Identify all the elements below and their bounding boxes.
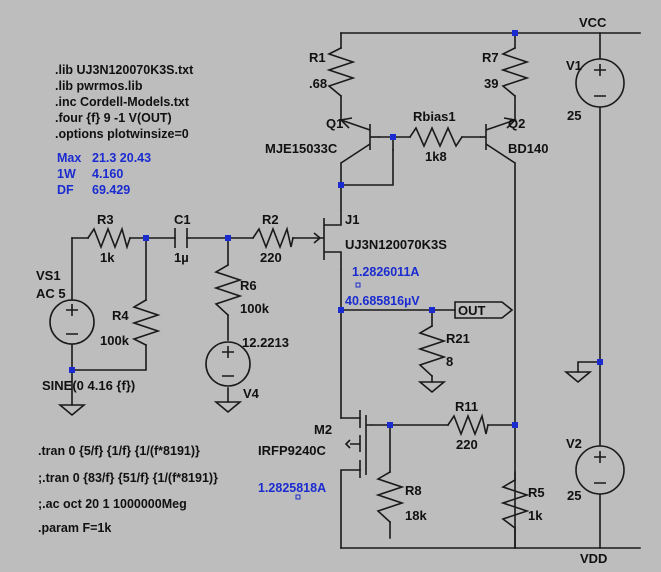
resistor-r5 xyxy=(500,478,530,530)
measure-1w-value: 4.160 xyxy=(92,167,123,181)
command-line: .tran 0 {5/f} {1/f} {1/(f*8191)} xyxy=(38,444,200,458)
label-r5-value: 1k xyxy=(528,508,543,523)
label-r4-value: 100k xyxy=(100,333,130,348)
ground-vs1 xyxy=(57,404,87,417)
measure-df-value: 69.429 xyxy=(92,183,130,197)
label-v4-value: 12.2213 xyxy=(242,335,289,350)
probe-m2-current: 1.2825818A xyxy=(258,481,326,495)
net-label-vcc: VCC xyxy=(579,15,607,30)
capacitor-c1 xyxy=(174,228,188,248)
mosfet-m2 xyxy=(344,410,372,478)
label-r3-name: R3 xyxy=(97,212,114,227)
label-v1-name: V1 xyxy=(566,58,582,73)
transistor-q2 xyxy=(480,117,517,164)
resistor-r7 xyxy=(500,46,530,98)
label-vs1-value: AC 5 xyxy=(36,286,66,301)
label-r8-name: R8 xyxy=(405,483,422,498)
label-r21-value: 8 xyxy=(446,354,453,369)
label-r2-name: R2 xyxy=(262,212,279,227)
ground-v4 xyxy=(213,401,243,414)
label-j1-name: J1 xyxy=(345,212,359,227)
label-r2-value: 220 xyxy=(260,250,282,265)
directive-line: .options plotwinsize=0 xyxy=(55,127,189,141)
label-q1-value: MJE15033C xyxy=(265,141,338,156)
net-label-out: OUT xyxy=(458,303,486,318)
label-c1-value: 1µ xyxy=(174,250,189,265)
label-r1-value: .68 xyxy=(309,76,327,91)
resistor-r1 xyxy=(326,46,356,98)
component-labels: R1 .68 R7 39 Q1 MJE15033C Q2 BD140 Rbias… xyxy=(36,50,582,523)
measure-max-label: Max xyxy=(57,151,81,165)
ground-symbols xyxy=(57,371,593,417)
simulation-commands: .tran 0 {5/f} {1/f} {1/(f*8191)} ;.tran … xyxy=(38,444,218,535)
net-label-vdd: VDD xyxy=(580,551,607,566)
label-r8-value: 18k xyxy=(405,508,427,523)
spice-directives: .lib UJ3N120070K3S.txt .lib pwrmos.lib .… xyxy=(55,63,194,141)
label-m2-name: M2 xyxy=(314,422,332,437)
label-v4-name: V4 xyxy=(243,386,260,401)
command-line: .param F=1k xyxy=(38,521,111,535)
voltage-source-v1 xyxy=(575,58,625,108)
probe-out-voltage: 40.685816µV xyxy=(345,294,420,308)
label-q2-value: BD140 xyxy=(508,141,548,156)
label-r7-name: R7 xyxy=(482,50,499,65)
label-v1-value: 25 xyxy=(567,108,581,123)
ground-rail xyxy=(563,371,593,384)
label-q1-name: Q1 xyxy=(326,116,343,131)
junction-dots xyxy=(69,30,603,428)
directive-line: .lib UJ3N120070K3S.txt xyxy=(55,63,194,77)
voltage-source-v2 xyxy=(575,445,625,495)
label-v2-value: 25 xyxy=(567,488,581,503)
label-j1-value: UJ3N120070K3S xyxy=(345,237,447,252)
label-r6-name: R6 xyxy=(240,278,257,293)
label-rbias1-name: Rbias1 xyxy=(413,109,456,124)
resistor-r8 xyxy=(375,470,405,524)
label-vs1-source: SINE(0 4.16 {f}) xyxy=(42,378,135,393)
resistors xyxy=(86,46,530,530)
label-r21-name: R21 xyxy=(446,331,470,346)
measure-max-value: 21.3 20.43 xyxy=(92,151,151,165)
label-r3-value: 1k xyxy=(100,250,115,265)
voltage-source-vs1 xyxy=(49,299,95,345)
measure-df-label: DF xyxy=(57,183,74,197)
probe-j1-current: 1.2826011A xyxy=(352,265,419,279)
voltage-source-v4 xyxy=(205,341,251,387)
resistor-r6 xyxy=(213,263,243,317)
directive-line: .four {f} 9 -1 V(OUT) xyxy=(55,111,172,125)
measurement-readouts: Max 21.3 20.43 1W 4.160 DF 69.429 xyxy=(57,151,151,197)
label-c1-name: C1 xyxy=(174,212,191,227)
directive-line: .inc Cordell-Models.txt xyxy=(55,95,190,109)
command-line: ;.ac oct 20 1 1000000Meg xyxy=(38,497,187,511)
label-r6-value: 100k xyxy=(240,301,270,316)
label-v2-name: V2 xyxy=(566,436,582,451)
resistor-r2 xyxy=(251,226,294,250)
transistor-q1 xyxy=(339,117,380,164)
label-r4-name: R4 xyxy=(112,308,129,323)
resistor-r21 xyxy=(417,324,447,378)
resistor-r3 xyxy=(86,226,132,250)
measure-1w-label: 1W xyxy=(57,167,76,181)
label-q2-name: Q2 xyxy=(508,116,525,131)
resistor-r4 xyxy=(131,298,161,347)
resistor-r11 xyxy=(446,413,489,437)
label-m2-value: IRFP9240C xyxy=(258,443,327,458)
label-rbias1-value: 1k8 xyxy=(425,149,447,164)
jfet-j1 xyxy=(313,210,342,270)
label-r11-name: R11 xyxy=(455,399,478,414)
label-vs1-name: VS1 xyxy=(36,268,61,283)
probe-markers xyxy=(295,282,361,500)
label-r7-value: 39 xyxy=(484,76,498,91)
label-r1-name: R1 xyxy=(309,50,326,65)
command-line: ;.tran 0 {83/f} {51/f} {1/(f*8191)} xyxy=(38,471,218,485)
label-r11-value: 220 xyxy=(456,437,478,452)
label-r5-name: R5 xyxy=(528,485,545,500)
directive-line: .lib pwrmos.lib xyxy=(55,79,143,93)
out-port xyxy=(454,301,514,319)
ground-r21 xyxy=(417,381,447,394)
resistor-rbias1 xyxy=(408,126,464,148)
